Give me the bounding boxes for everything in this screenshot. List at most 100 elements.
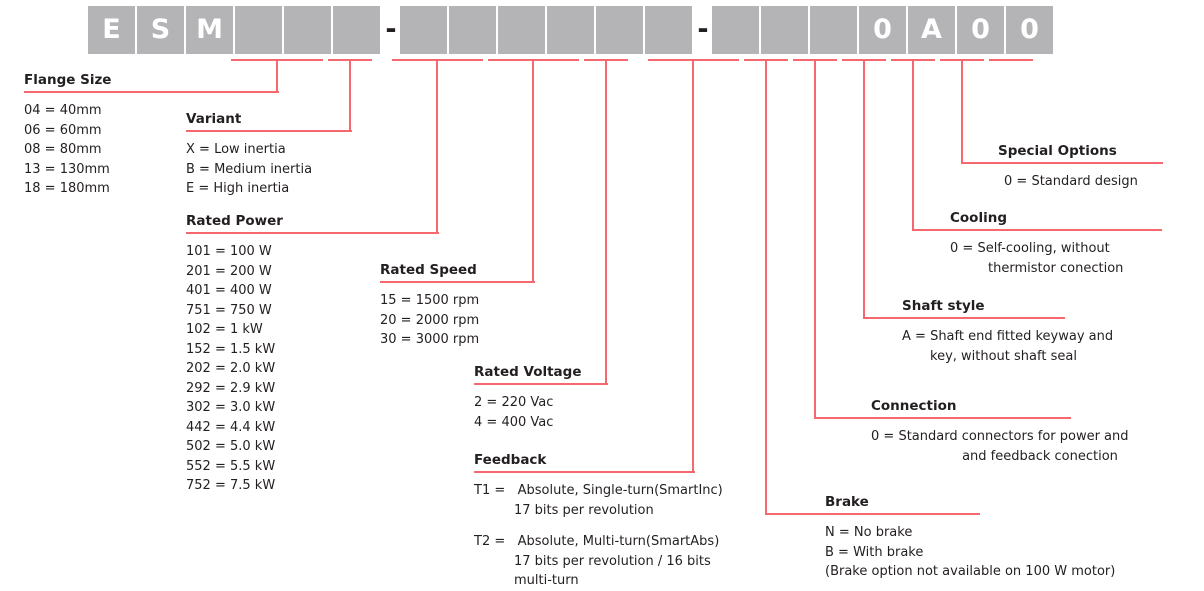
part-number-char-box: S — [137, 6, 184, 54]
special-options-block: Special Options 0 = Standard design — [998, 143, 1204, 192]
option-value: 400 Vac — [501, 414, 554, 430]
option-row: 552 = 5.5 kW — [186, 457, 406, 477]
option-code: 302 = — [186, 400, 230, 415]
option-value: With brake — [853, 544, 924, 560]
feedback-option: T1 = Absolute, Single-turn(SmartInc)17 b… — [474, 481, 774, 520]
option-code: 2 = — [474, 395, 502, 410]
rated-power-title: Rated Power — [186, 213, 283, 229]
part-number-separator: - — [697, 14, 709, 45]
option-value: 400 W — [229, 283, 272, 298]
option-value: 40mm — [59, 103, 102, 118]
option-code: 552 = — [186, 458, 230, 474]
cooling-options: 0 = Self-cooling, without thermistor con… — [950, 239, 1200, 278]
option-value: Medium inertia — [214, 161, 313, 177]
shaft-style-options: A = Shaft end fitted keyway and key, wit… — [902, 327, 1202, 366]
option-row: 302 = 3.0 kW — [186, 398, 406, 418]
option-row: 30 = 3000 rpm — [380, 330, 600, 350]
option-row: 4 = 400 Vac — [474, 413, 694, 433]
part-number-char-box: A — [908, 6, 955, 54]
option-value: 1 kW — [229, 322, 263, 337]
option-code: 102 = — [186, 322, 230, 337]
option-value: 2.9 kW — [229, 380, 276, 396]
feedback-option-line1: T1 = Absolute, Single-turn(SmartInc) — [474, 481, 774, 501]
feedback-option-line2: 17 bits per revolution / 16 bits — [514, 553, 711, 569]
shaft-style-block: Shaft style A = Shaft end fitted keyway … — [902, 298, 1202, 366]
option-code: 101 = — [186, 244, 230, 259]
part-number-char-box: E — [88, 6, 135, 54]
option-row: B = With brake — [825, 543, 1175, 563]
rated-voltage-block: Rated Voltage 2 = 220 Vac 4 = 400 Vac — [474, 364, 694, 432]
option-code: N = — [825, 525, 854, 540]
option-value: 130mm — [59, 161, 110, 177]
special-options-options: 0 = Standard design — [998, 172, 1204, 192]
flange-size-title: Flange Size — [24, 72, 112, 88]
special-options-option: 0 = Standard design — [1004, 174, 1138, 189]
feedback-options: T1 = Absolute, Single-turn(SmartInc) 17 b… — [474, 481, 774, 591]
part-number-char-box: M — [186, 6, 233, 54]
rated-voltage-title: Rated Voltage — [474, 364, 582, 380]
option-code: 502 = — [186, 439, 230, 454]
connection-block: Connection 0 = Standard connectors for p… — [871, 398, 1181, 466]
brake-title: Brake — [825, 494, 869, 510]
option-value: 2000 rpm — [415, 312, 480, 328]
option-row: 752 = 7.5 kW — [186, 476, 406, 496]
option-value: 4.4 kW — [229, 419, 276, 435]
option-row: E = High inertia — [186, 179, 406, 199]
variant-title: Variant — [186, 111, 242, 127]
option-value: 220 Vac — [501, 395, 554, 410]
rated-voltage-options: 2 = 220 Vac 4 = 400 Vac — [474, 393, 694, 432]
feedback-option: T2 = Absolute, Multi-turn(SmartAbs)17 bi… — [474, 532, 774, 591]
option-code: 18 = — [24, 181, 60, 196]
part-number-empty-box — [712, 6, 759, 54]
option-row: N = No brake — [825, 523, 1175, 543]
option-row: 20 = 2000 rpm — [380, 311, 600, 331]
option-code: B = — [186, 161, 215, 177]
part-number-empty-box — [810, 6, 857, 54]
part-number-empty-box — [235, 6, 282, 54]
option-value: 3000 rpm — [415, 332, 480, 347]
option-row: 751 = 750 W — [186, 301, 406, 321]
option-value: Low inertia — [214, 142, 286, 157]
option-row: 401 = 400 W — [186, 281, 406, 301]
feedback-title: Feedback — [474, 452, 547, 468]
option-code: T1 = — [474, 483, 518, 498]
feedback-option-line1: T2 = Absolute, Multi-turn(SmartAbs) — [474, 532, 774, 552]
option-value: 5.5 kW — [229, 458, 276, 474]
cooling-option-line1: 0 = Self-cooling, without — [950, 241, 1110, 256]
option-code: 06 = — [24, 122, 60, 138]
option-code: 752 = — [186, 478, 230, 493]
option-code: 4 = — [474, 414, 502, 430]
feedback-block: Feedback T1 = Absolute, Single-turn(Smar… — [474, 452, 774, 591]
part-number-empty-box — [761, 6, 808, 54]
option-row: 15 = 1500 rpm — [380, 291, 600, 311]
option-code: 152 = — [186, 341, 230, 357]
part-number-char-box: 0 — [859, 6, 906, 54]
cooling-option-line2: thermistor conection — [988, 260, 1124, 276]
option-row: X = Low inertia — [186, 140, 406, 160]
option-value: No brake — [853, 525, 913, 540]
option-row: 201 = 200 W — [186, 262, 406, 282]
part-number-separator: - — [385, 14, 397, 45]
option-code: 30 = — [380, 332, 416, 347]
connection-options: 0 = Standard connectors for power and an… — [871, 427, 1181, 466]
option-code: E = — [186, 181, 214, 196]
option-row: 102 = 1 kW — [186, 320, 406, 340]
connection-option-line2: and feedback conection — [962, 448, 1118, 464]
option-value: 1500 rpm — [415, 293, 480, 308]
cooling-block: Cooling 0 = Self-cooling, without thermi… — [950, 210, 1200, 278]
option-code: 15 = — [380, 293, 416, 308]
option-code: 13 = — [24, 161, 60, 177]
option-value: 750 W — [229, 302, 272, 318]
option-code: 442 = — [186, 419, 230, 435]
option-row: 101 = 100 W — [186, 242, 406, 262]
option-code: B = — [825, 544, 854, 560]
option-value: Absolute, Single-turn(SmartInc) — [517, 483, 723, 498]
